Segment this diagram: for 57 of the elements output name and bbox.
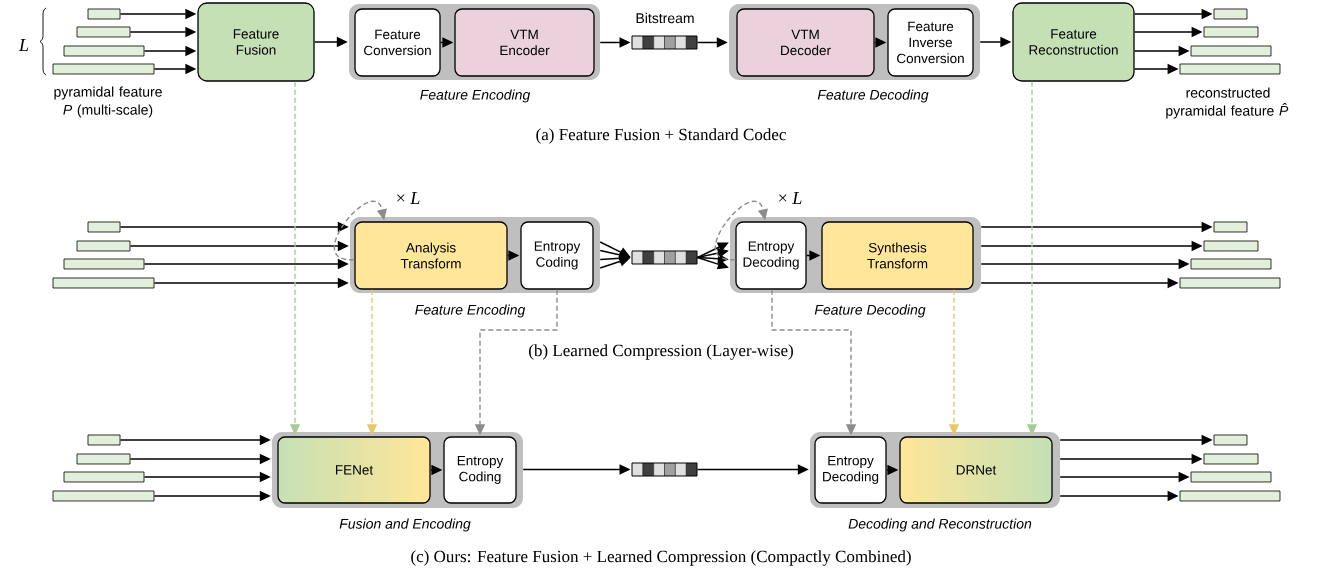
bitstream-label: Bitstream <box>636 12 694 24</box>
module-title: Feature Decoding <box>817 89 929 103</box>
bitstream-bar <box>631 462 698 477</box>
codec-box: VTM Encoder <box>454 8 595 77</box>
feature-bar <box>1179 490 1281 502</box>
feature-bar <box>63 471 145 483</box>
feature-bar <box>1203 240 1259 252</box>
subfigure-caption: (b) Learned Compression (Layer-wise) <box>529 344 793 360</box>
feature-bar <box>76 240 131 252</box>
subfigure-caption: (a) Feature Fusion + Standard Codec <box>536 128 786 144</box>
feature-bar <box>1203 453 1259 465</box>
network-box: DRNet <box>899 436 1053 504</box>
process-box: Entropy Coding <box>520 221 594 290</box>
codec-box: VTM Decoder <box>736 8 875 77</box>
feature-bar <box>87 221 121 233</box>
process-box: Entropy Decoding <box>735 221 807 290</box>
level-label: L <box>18 39 29 51</box>
feature-bar <box>63 45 145 57</box>
network-box: FENet <box>277 436 431 504</box>
feature-bar <box>52 277 155 289</box>
feature-bar <box>1179 277 1281 289</box>
feature-bar <box>87 8 121 20</box>
module-title: Feature Encoding <box>420 89 531 103</box>
feature-bar <box>1190 45 1272 57</box>
feature-bar <box>52 490 155 502</box>
process-box: Feature Reconstruction <box>1012 2 1135 82</box>
bitstream-bar <box>631 250 698 265</box>
process-box: Entropy Coding <box>443 436 517 504</box>
edge-label: × L <box>776 191 804 205</box>
feature-bar <box>76 453 131 465</box>
edge-label: × L <box>394 191 422 205</box>
loop-arrow <box>714 200 768 261</box>
process-box: Feature Fusion <box>197 2 315 82</box>
transform-box: Analysis Transform <box>354 221 508 290</box>
subfigure-caption: (c) Ours: Feature Fusion + Learned Compression (Compactly Combined) <box>411 550 911 566</box>
feature-label: reconstructed pyramidal feature P̂ <box>1166 87 1289 119</box>
feature-bar <box>1190 471 1272 483</box>
module-title: Decoding and Reconstruction <box>848 518 1032 532</box>
feature-bar <box>1190 258 1272 270</box>
feature-bar <box>1179 63 1281 75</box>
module-title: Feature Encoding <box>415 304 526 318</box>
module-title: Fusion and Encoding <box>339 518 471 532</box>
feature-bar <box>63 258 145 270</box>
feature-label: pyramidal feature P (multi-scale) <box>54 86 162 118</box>
feature-bar <box>52 63 155 75</box>
process-box: Feature Conversion <box>354 8 441 77</box>
feature-bar <box>1213 434 1248 446</box>
feature-bar <box>1213 221 1248 233</box>
module-title: Feature Decoding <box>814 304 926 318</box>
feature-bar <box>87 434 121 446</box>
process-box: Entropy Decoding <box>814 436 887 504</box>
feature-bar <box>76 26 131 38</box>
feature-bar <box>1213 8 1248 20</box>
loop-arrow <box>333 200 387 261</box>
process-box: Feature Inverse Conversion <box>887 8 974 77</box>
feature-bar <box>1203 26 1259 38</box>
transform-box: Synthesis Transform <box>821 221 974 290</box>
